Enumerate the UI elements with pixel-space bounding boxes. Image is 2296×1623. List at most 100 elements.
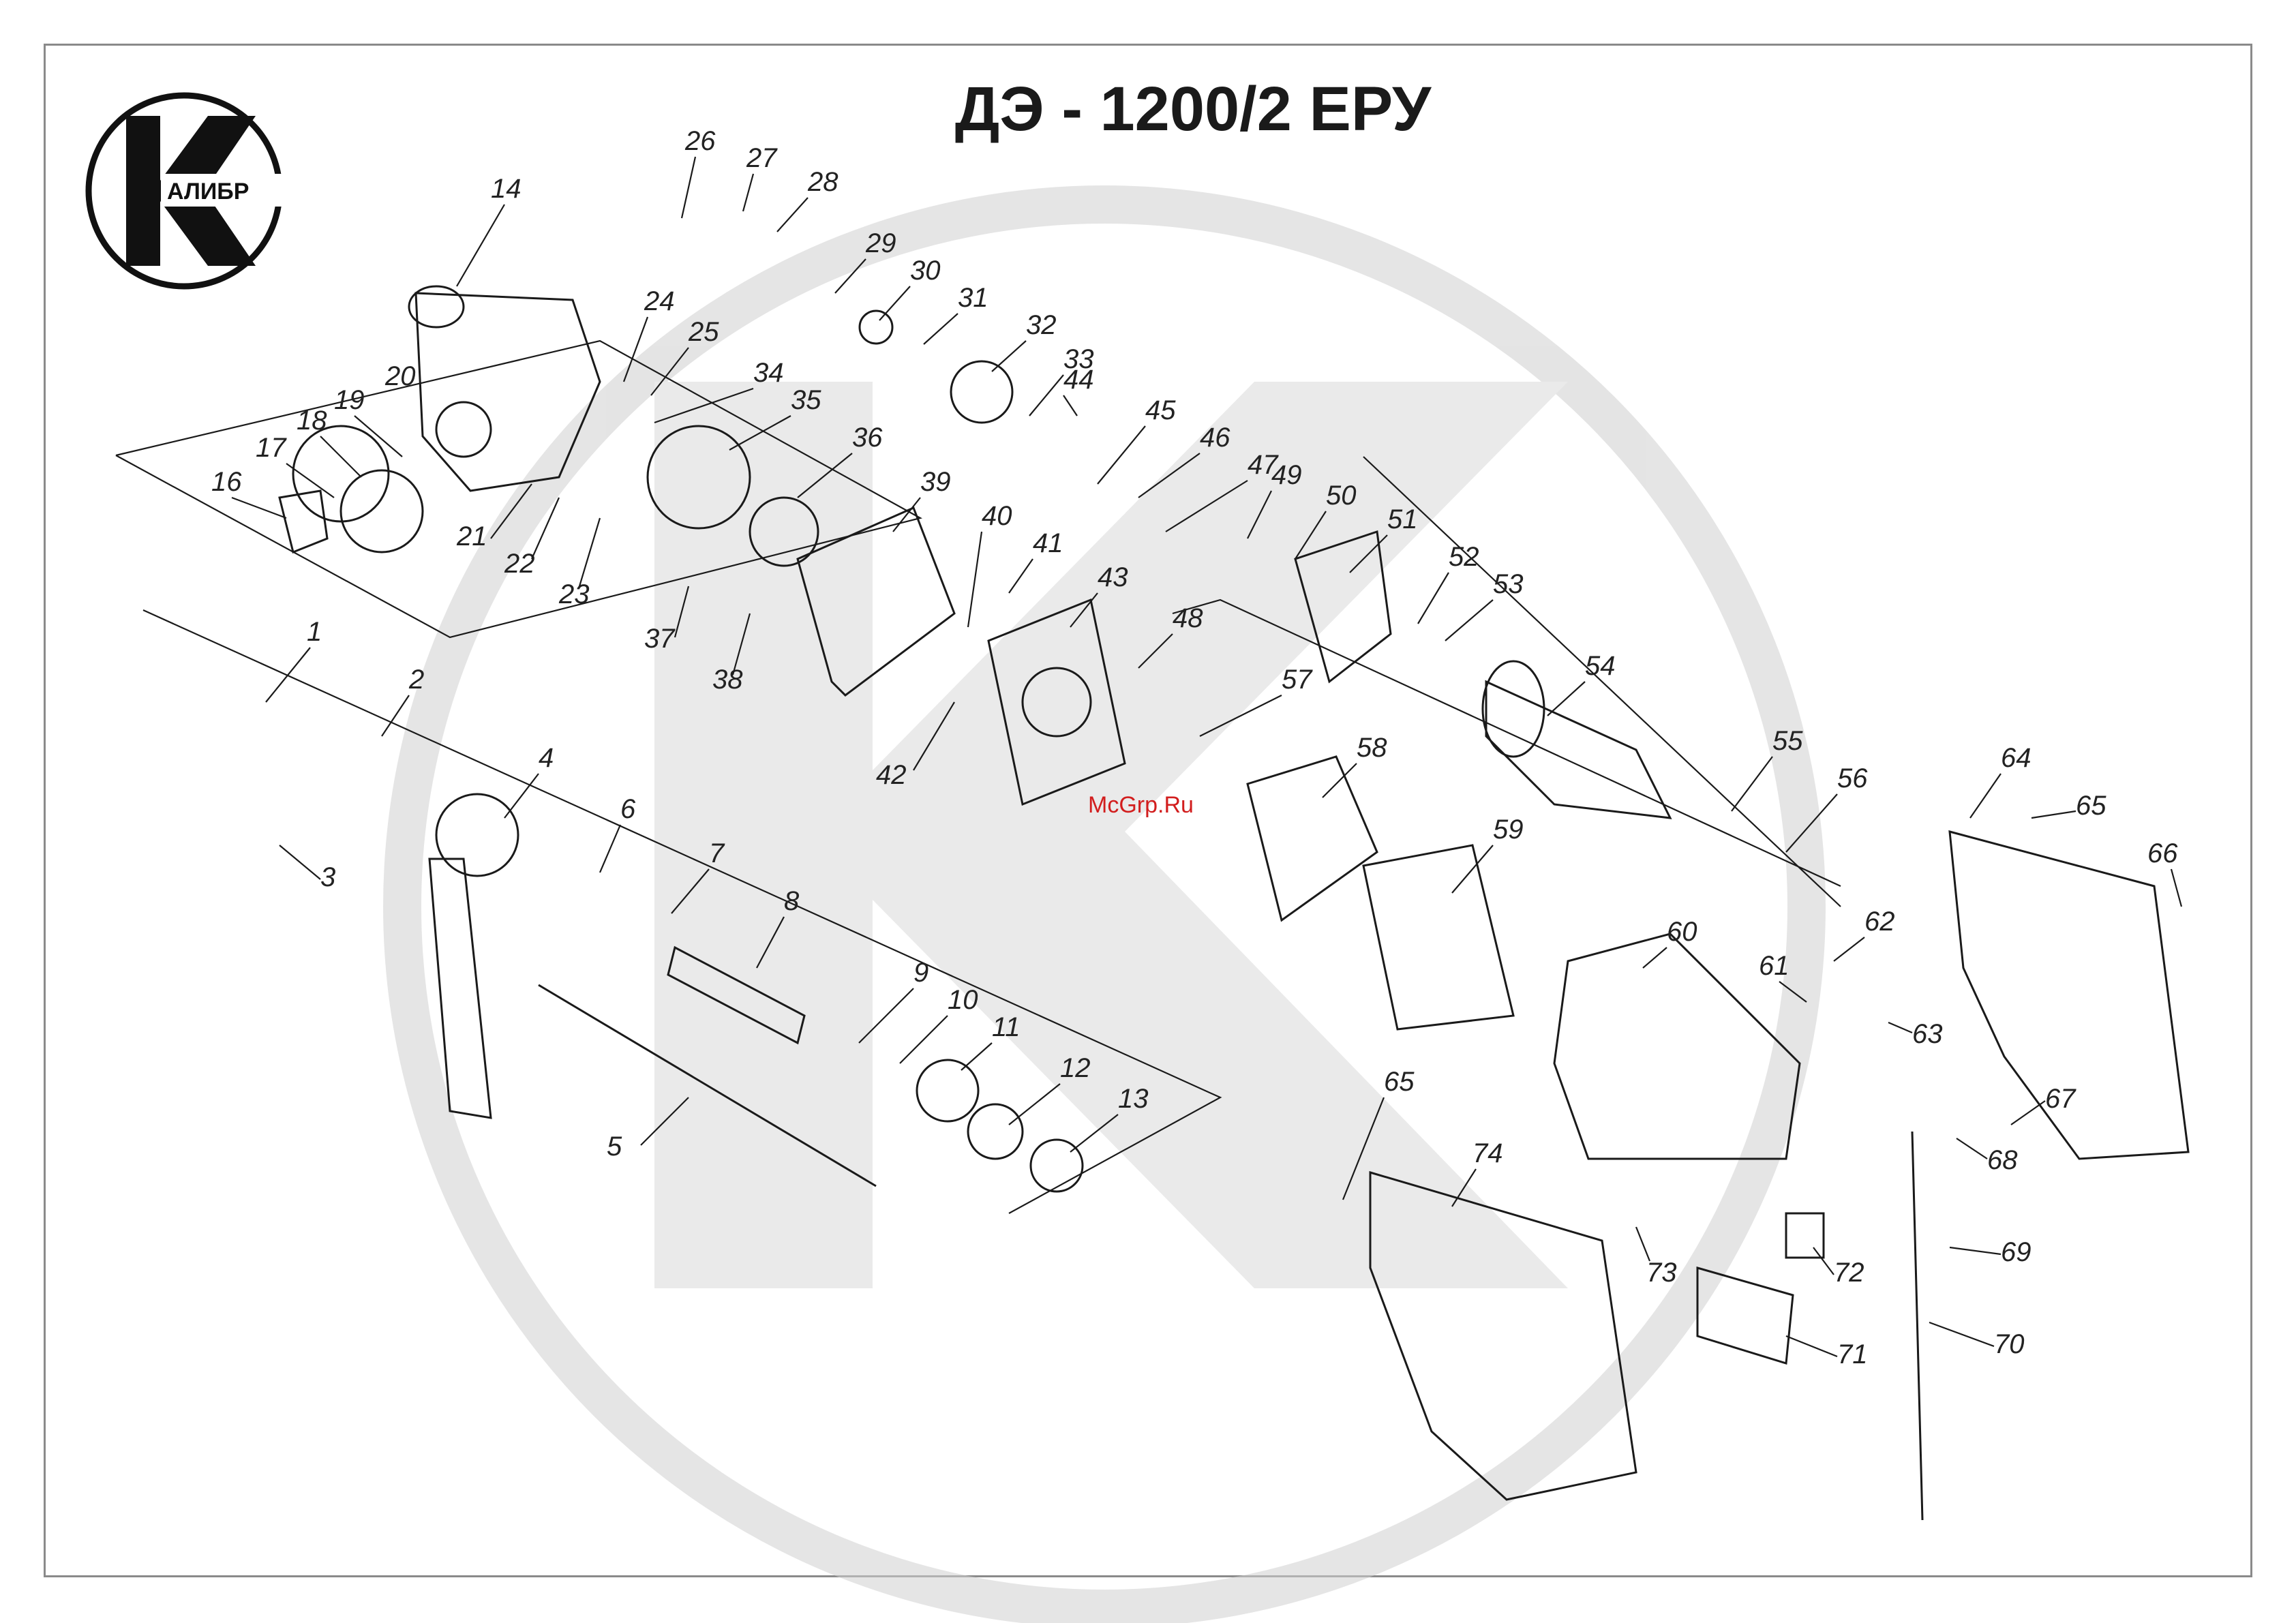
svg-text:48: 48 — [1173, 603, 1203, 633]
svg-text:40: 40 — [982, 501, 1012, 531]
svg-text:45: 45 — [1145, 395, 1176, 425]
part-label-1: 1 — [266, 617, 322, 702]
svg-text:68: 68 — [1987, 1145, 2018, 1175]
svg-text:20: 20 — [384, 361, 416, 391]
svg-text:62: 62 — [1864, 907, 1895, 937]
svg-text:39: 39 — [920, 467, 951, 497]
svg-text:19: 19 — [334, 385, 365, 415]
part-label-16: 16 — [211, 467, 286, 518]
part-label-3: 3 — [280, 845, 335, 892]
part-label-27: 27 — [743, 143, 778, 211]
svg-text:10: 10 — [948, 985, 978, 1015]
svg-text:51: 51 — [1387, 504, 1418, 534]
svg-text:55: 55 — [1772, 726, 1803, 756]
part-label-73: 73 — [1636, 1227, 1677, 1288]
svg-text:58: 58 — [1357, 733, 1387, 763]
svg-text:5: 5 — [607, 1132, 622, 1162]
svg-text:42: 42 — [876, 760, 907, 790]
part-label-44: 44 — [1063, 365, 1094, 416]
part-label-64: 64 — [1970, 743, 2031, 818]
svg-text:63: 63 — [1912, 1019, 1943, 1049]
svg-text:29: 29 — [865, 228, 896, 258]
svg-text:59: 59 — [1493, 815, 1524, 845]
svg-text:26: 26 — [684, 126, 716, 156]
svg-text:9: 9 — [913, 958, 928, 988]
part-label-66: 66 — [2147, 838, 2181, 907]
svg-text:14: 14 — [491, 174, 522, 204]
part-label-30: 30 — [879, 256, 941, 320]
part-label-10: 10 — [900, 985, 978, 1063]
page-title: ДЭ - 1200/2 ЕРУ — [886, 74, 1500, 145]
part-label-6: 6 — [600, 794, 636, 873]
svg-text:56: 56 — [1837, 763, 1868, 793]
svg-text:66: 66 — [2147, 838, 2178, 868]
svg-text:8: 8 — [784, 886, 800, 916]
part-label-71: 71 — [1786, 1336, 1868, 1369]
svg-text:49: 49 — [1271, 460, 1302, 490]
svg-text:69: 69 — [2001, 1237, 2031, 1267]
svg-text:18: 18 — [297, 406, 327, 436]
part-label-45: 45 — [1098, 395, 1176, 484]
part-label-31: 31 — [924, 283, 988, 344]
part-label-67: 67 — [2011, 1084, 2076, 1125]
svg-text:57: 57 — [1282, 665, 1313, 695]
svg-text:31: 31 — [958, 283, 988, 313]
svg-text:32: 32 — [1026, 310, 1057, 340]
svg-text:70: 70 — [1994, 1329, 2025, 1359]
part-label-59: 59 — [1452, 815, 1524, 893]
svg-text:12: 12 — [1060, 1053, 1091, 1083]
part-label-32: 32 — [992, 310, 1057, 371]
part-label-58: 58 — [1323, 733, 1387, 798]
part-label-11: 11 — [961, 1012, 1021, 1070]
part-label-26: 26 — [682, 126, 716, 218]
part-label-52: 52 — [1418, 542, 1479, 624]
svg-text:41: 41 — [1033, 528, 1063, 558]
kalibr-logo: АЛИБР — [89, 95, 284, 286]
svg-text:61: 61 — [1759, 951, 1789, 981]
part-label-14: 14 — [457, 174, 522, 286]
svg-text:50: 50 — [1326, 481, 1357, 511]
svg-text:71: 71 — [1837, 1339, 1868, 1369]
svg-text:27: 27 — [746, 143, 778, 173]
part-label-39: 39 — [893, 467, 951, 532]
svg-text:46: 46 — [1200, 423, 1230, 453]
part-label-69: 69 — [1950, 1237, 2031, 1267]
svg-text:36: 36 — [852, 423, 883, 453]
svg-text:4: 4 — [539, 743, 554, 773]
logo-text: АЛИБР — [167, 179, 249, 204]
svg-text:16: 16 — [211, 467, 242, 497]
svg-text:23: 23 — [558, 579, 590, 609]
svg-text:35: 35 — [791, 385, 821, 415]
svg-text:52: 52 — [1449, 542, 1479, 572]
watermark-emblem — [402, 204, 1807, 1609]
svg-text:38: 38 — [712, 665, 743, 695]
svg-text:44: 44 — [1063, 365, 1094, 395]
svg-text:7: 7 — [709, 838, 725, 868]
part-label-28: 28 — [777, 167, 839, 232]
part-label-68: 68 — [1957, 1138, 2018, 1175]
svg-text:3: 3 — [320, 862, 335, 892]
part-label-41: 41 — [1009, 528, 1063, 593]
part-label-65-top: 65 — [2031, 791, 2106, 821]
part-label-72: 72 — [1813, 1247, 1864, 1288]
svg-text:24: 24 — [644, 286, 675, 316]
part-label-54: 54 — [1547, 651, 1616, 716]
svg-text:43: 43 — [1098, 562, 1128, 592]
svg-text:25: 25 — [688, 317, 719, 347]
svg-text:54: 54 — [1585, 651, 1616, 681]
part-label-40: 40 — [968, 501, 1012, 627]
svg-text:67: 67 — [2045, 1084, 2076, 1114]
svg-text:53: 53 — [1493, 569, 1524, 599]
svg-text:22: 22 — [504, 549, 535, 579]
part-label-4: 4 — [504, 743, 554, 818]
svg-text:34: 34 — [753, 358, 784, 388]
svg-text:13: 13 — [1118, 1084, 1149, 1114]
svg-text:30: 30 — [910, 256, 941, 286]
svg-text:21: 21 — [456, 521, 487, 551]
svg-text:65: 65 — [2076, 791, 2106, 821]
part-label-62: 62 — [1834, 907, 1895, 961]
svg-text:11: 11 — [992, 1012, 1021, 1042]
svg-text:65: 65 — [1384, 1067, 1415, 1097]
watermark-site: McGrp.Ru — [1088, 792, 1194, 819]
svg-text:2: 2 — [408, 665, 424, 695]
